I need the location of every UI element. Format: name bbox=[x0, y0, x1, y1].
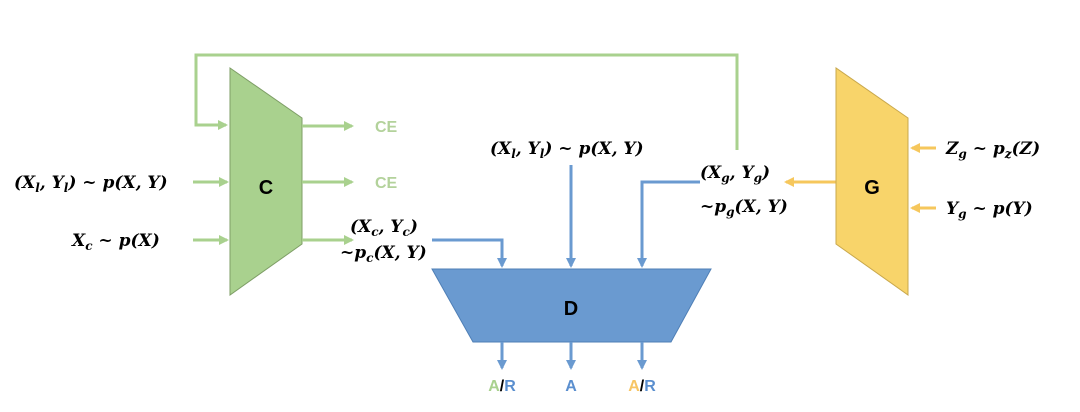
unlabeled-input-label: Xc ~ p(X) bbox=[71, 231, 160, 253]
d-output-left: A/R bbox=[488, 378, 516, 395]
discriminator-label: D bbox=[564, 298, 578, 320]
classifier-label: C bbox=[259, 177, 273, 199]
ce-label-1: CE bbox=[375, 119, 398, 136]
classifier-to-d-arrow bbox=[432, 238, 507, 268]
generator-block bbox=[835, 67, 909, 296]
ce-label-2: CE bbox=[375, 175, 398, 192]
generator-pair-label: (Xg, Yg) bbox=[700, 163, 770, 185]
classifier-pair-label: (Xc, Yc) bbox=[350, 217, 418, 239]
generator-to-d-arrow bbox=[637, 180, 700, 268]
feedback-arrow bbox=[194, 53, 739, 150]
classifier-block bbox=[229, 67, 303, 296]
d-output-middle: A bbox=[565, 378, 577, 395]
d-output-right: A/R bbox=[628, 378, 656, 395]
classifier-dist-label: ~pc(X, Y) bbox=[340, 243, 427, 265]
generator-dist-label: ~pg(X, Y) bbox=[700, 197, 788, 219]
labeled-d-label: (Xl, Yl) ~ p(X, Y) bbox=[490, 139, 644, 161]
generator-label: G bbox=[864, 177, 880, 199]
gen-label-input-label: Yg ~ p(Y) bbox=[946, 199, 1033, 221]
labeled-input-label: (Xl, Yl) ~ p(X, Y) bbox=[14, 173, 168, 195]
discriminator-block bbox=[431, 268, 712, 343]
noise-input-label: Zg ~ pz(Z) bbox=[945, 139, 1040, 161]
